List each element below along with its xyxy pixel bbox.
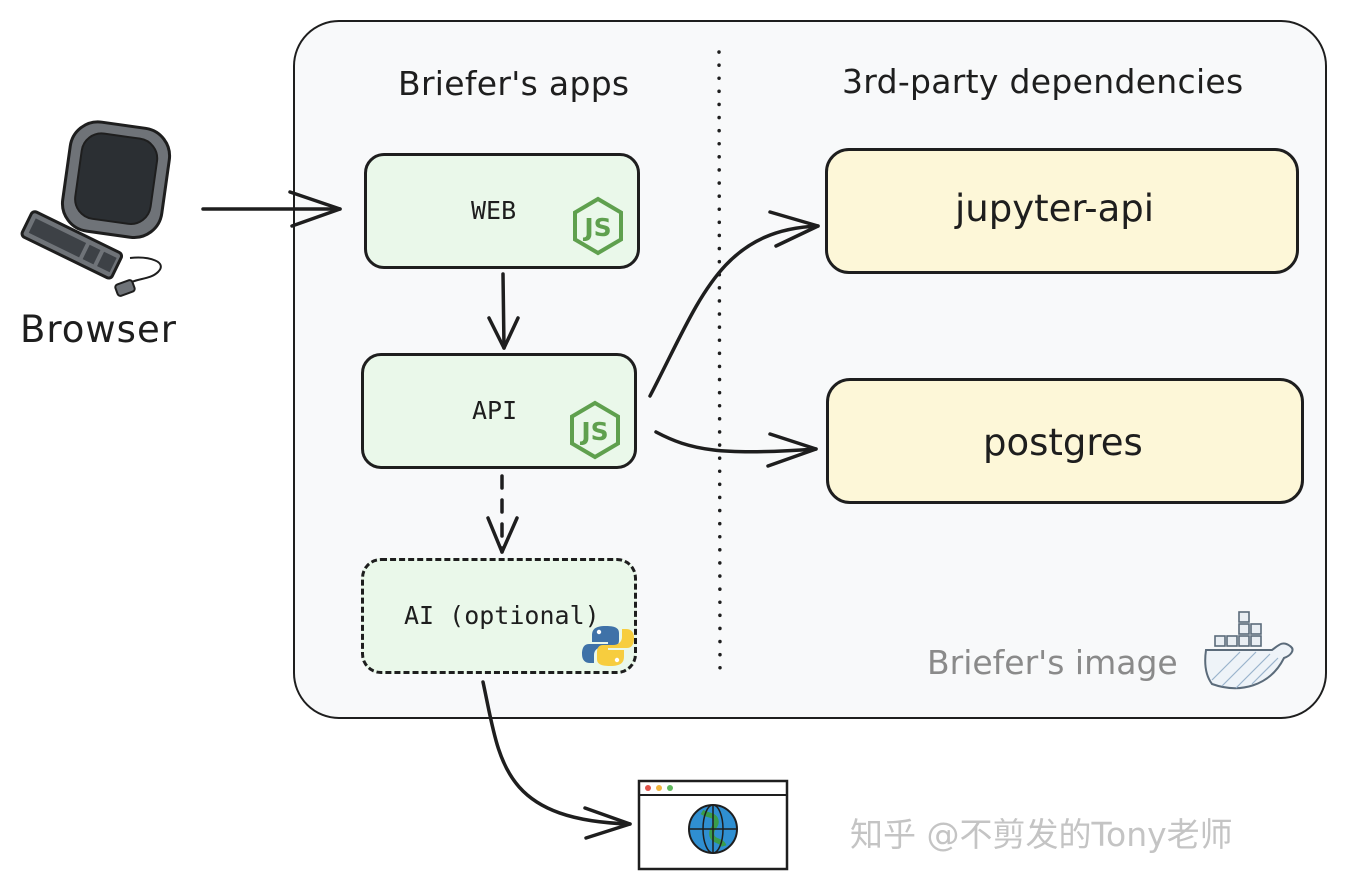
- dependencies-section-title: 3rd-party dependencies: [842, 62, 1244, 101]
- web-app-label: WEB: [471, 196, 517, 225]
- browser-label: Browser: [20, 308, 177, 351]
- api-app-label: API: [472, 396, 518, 425]
- jupyter-api-box: jupyter-api: [825, 148, 1299, 274]
- watermark-text: 知乎 @不剪发的Tony老师: [850, 815, 1233, 854]
- briefers-image-label: Briefer's image: [927, 643, 1178, 682]
- globe-icon: [688, 804, 738, 854]
- svg-text:JS: JS: [579, 417, 608, 446]
- jupyter-api-label: jupyter-api: [955, 187, 1155, 230]
- api-app-box: API: [361, 353, 637, 469]
- ai-app-label: AI (optional): [404, 601, 600, 630]
- postgres-box: postgres: [826, 378, 1304, 504]
- apps-section-title: Briefer's apps: [398, 64, 630, 103]
- svg-text:JS: JS: [582, 213, 611, 242]
- postgres-label: postgres: [983, 421, 1143, 464]
